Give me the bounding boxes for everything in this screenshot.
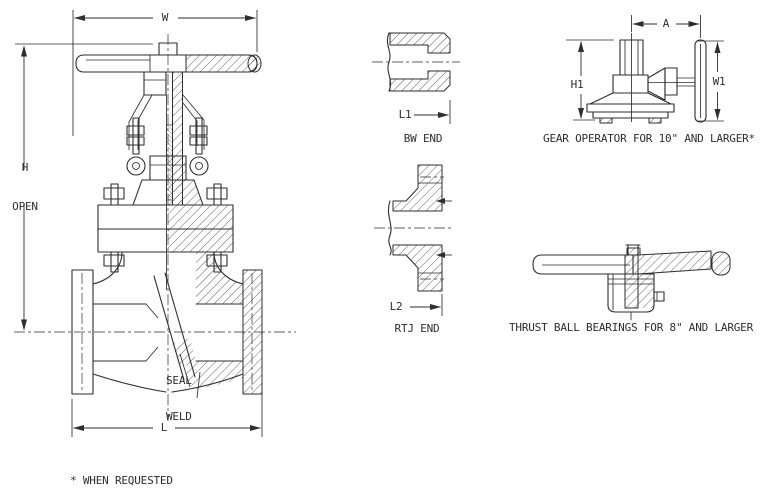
dim-l2-label: L2 <box>389 300 403 313</box>
dim-l-label: L <box>159 421 169 434</box>
gear-operator-caption: GEAR OPERATOR FOR 10" AND LARGER* <box>543 132 755 145</box>
dim-h-line2: OPEN <box>12 200 38 213</box>
bw-end-figure <box>372 32 460 124</box>
dim-h-line1: H <box>21 161 29 174</box>
dim-l1-label: L1 <box>398 108 412 121</box>
dim-h-open-label: H OPEN <box>12 135 38 239</box>
thrust-bearings-caption: THRUST BALL BEARINGS FOR 8" AND LARGER <box>508 321 754 334</box>
dim-w-label: W <box>160 11 170 24</box>
rtj-end-figure <box>374 164 452 316</box>
gear-operator-figure <box>566 15 724 124</box>
main-valve-figure <box>14 10 296 437</box>
rtj-end-caption: RTJ END <box>394 322 440 335</box>
dim-a-label: A <box>661 17 671 30</box>
seal-weld-line2: WELD <box>166 410 192 423</box>
dim-h1-label: H1 <box>569 78 585 91</box>
seal-weld-label: SEAL WELD <box>166 351 192 447</box>
footnote: * WHEN REQUESTED <box>70 474 173 487</box>
seal-weld-line1: SEAL <box>166 374 192 387</box>
dim-w1-label: W1 <box>711 75 727 88</box>
bw-end-caption: BW END <box>403 132 443 145</box>
thrust-bearings-figure <box>532 244 731 320</box>
